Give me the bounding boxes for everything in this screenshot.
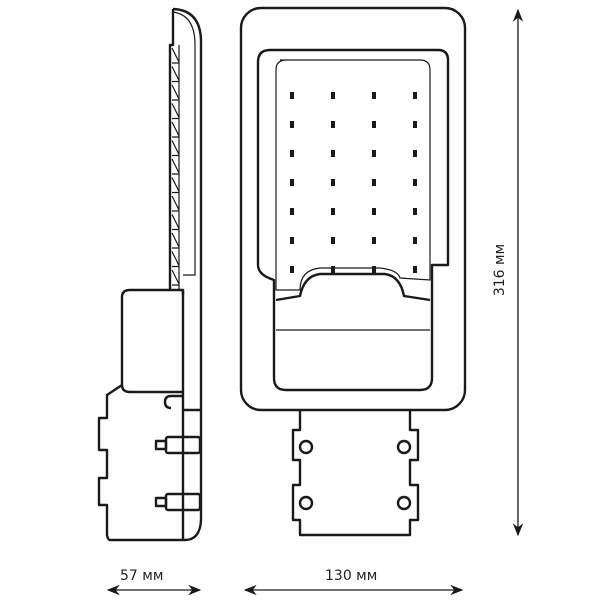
led <box>372 266 376 273</box>
mounting-bracket <box>291 410 420 537</box>
led <box>413 208 417 215</box>
led <box>331 179 335 186</box>
fins <box>171 47 180 286</box>
led <box>413 92 417 99</box>
fin <box>171 121 180 138</box>
fin <box>171 251 180 268</box>
depth-label: 57 мм <box>120 568 164 584</box>
led <box>372 179 376 186</box>
led <box>290 266 294 273</box>
fin <box>171 103 180 120</box>
led <box>372 92 376 99</box>
fin <box>171 140 180 157</box>
led <box>413 150 417 157</box>
fin <box>171 232 180 249</box>
led <box>331 92 335 99</box>
side-bolt-1 <box>154 435 202 455</box>
width-label: 130 мм <box>325 568 378 584</box>
side-clip <box>163 394 183 410</box>
led <box>372 121 376 128</box>
led <box>290 150 294 157</box>
led <box>331 150 335 157</box>
led-grid <box>290 92 417 273</box>
led <box>290 208 294 215</box>
fin <box>171 84 180 101</box>
fin <box>171 47 180 64</box>
led <box>372 208 376 215</box>
side-view <box>97 7 203 542</box>
fin <box>171 158 180 175</box>
led <box>331 237 335 244</box>
fin <box>171 214 180 231</box>
led <box>413 121 417 128</box>
led <box>290 179 294 186</box>
led <box>290 237 294 244</box>
front-view <box>239 6 467 537</box>
led <box>372 237 376 244</box>
led <box>331 121 335 128</box>
led <box>331 208 335 215</box>
led <box>331 266 335 273</box>
length-label: 316 мм <box>492 243 509 297</box>
fin <box>171 195 180 212</box>
led <box>372 150 376 157</box>
led <box>413 237 417 244</box>
led <box>413 266 417 273</box>
fin <box>171 177 180 194</box>
led <box>290 121 294 128</box>
fin <box>171 269 180 286</box>
led <box>290 92 294 99</box>
led <box>413 179 417 186</box>
side-bolt-2 <box>154 492 202 512</box>
fin <box>171 66 180 83</box>
